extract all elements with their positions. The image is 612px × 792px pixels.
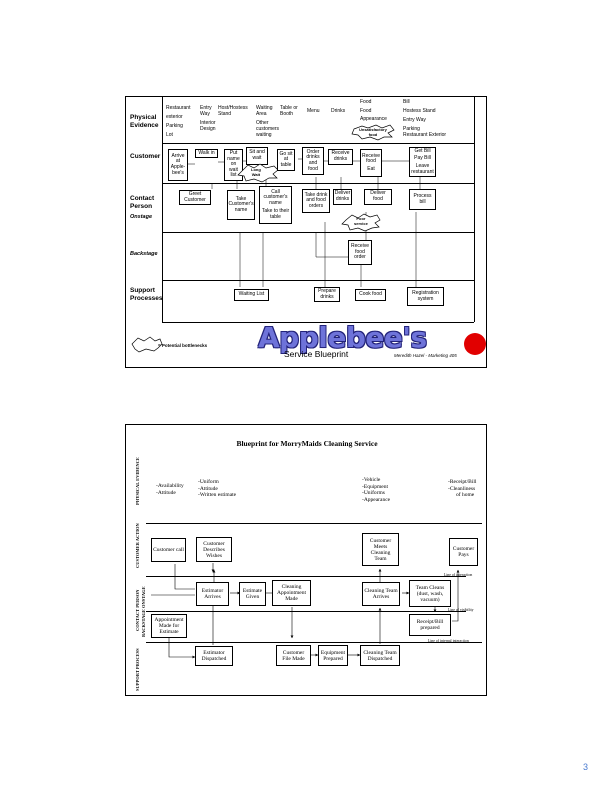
equipment-prepared: Equipment Prepared xyxy=(318,645,348,666)
step-arrive: Arrive at Apple-bee's xyxy=(168,149,188,181)
estimator-arrives: Estimator Arrives xyxy=(196,582,229,606)
applebees-logo: Applebee's xyxy=(258,321,427,354)
line-interaction xyxy=(146,576,466,577)
morrymaids-blueprint-slide: Blueprint for MorryMaids Cleaning Servic… xyxy=(125,424,487,696)
blueprint2-title: Blueprint for MorryMaids Cleaning Servic… xyxy=(236,439,378,448)
step-cook-food: Cook food xyxy=(355,289,386,301)
label-line-internal: Line of internal interaction xyxy=(428,639,469,643)
lane-contact-person: Contact Person xyxy=(130,195,155,210)
applebees-blueprint-slide: Physical Evidence Customer Contact Perso… xyxy=(125,96,487,368)
bottleneck-poor-service-icon xyxy=(341,213,381,232)
evidence-menu: Menu xyxy=(307,108,320,114)
customer-call: Customer call xyxy=(151,538,186,562)
credit: Meredith Hazel - Marketing 405 xyxy=(394,353,457,358)
appointment-made-for-estimate: Appointment Made for Estimate xyxy=(151,614,187,638)
customer-file-made: Customer File Made xyxy=(276,645,311,666)
step-take-orders: Take drink and food orders xyxy=(302,189,330,213)
step-greet: Greet Customer xyxy=(179,190,211,205)
step-deliver-drinks: Deliver drinks xyxy=(333,189,352,205)
bottleneck-unsatisfactory-icon xyxy=(351,124,395,141)
customer-pays: Customer Pays xyxy=(449,538,478,566)
customer-describes-wishes: Customer Describes Wishes xyxy=(196,537,232,562)
lane-customer: Customer xyxy=(130,153,161,160)
evidence-bill: Bill Hostess Stand Entry Way Parking Res… xyxy=(403,99,447,138)
step-receive-order: Receive food order xyxy=(348,240,372,265)
cleaning-appointment-made: Cleaning Appointment Made xyxy=(272,580,311,606)
evidence-drinks: Drinks xyxy=(331,108,346,114)
divider-customer xyxy=(162,183,474,184)
legend-label: = Potential bottlenecks xyxy=(158,343,208,348)
line-visibility xyxy=(146,611,466,612)
estimate-given: Estimate Given xyxy=(239,582,266,606)
divider-onstage xyxy=(162,232,474,233)
lane-onstage: Onstage xyxy=(130,214,153,220)
step-prepare-drinks: Prepare drinks xyxy=(314,287,340,302)
line-physical xyxy=(146,523,482,524)
step-process-bill: Process bill xyxy=(409,189,436,210)
step-go-sit: Go sit at table xyxy=(277,149,295,171)
team-cleans: Team Cleans (dust, wash, vacuum) xyxy=(409,580,451,607)
divider-support xyxy=(162,322,474,323)
step-put-name: Put name on wait list xyxy=(224,149,243,181)
step-walk-in: Walk in xyxy=(195,149,218,158)
step-waiting-list: Waiting List xyxy=(234,289,269,301)
cleaning-team-dispatched: Cleaning Team Dispatched xyxy=(360,645,400,666)
legend-bottleneck-icon xyxy=(131,336,163,353)
step-order: Order drinks and food xyxy=(302,147,324,175)
page-number: 3 xyxy=(583,762,589,772)
lane-separator xyxy=(162,97,163,322)
evidence2-a: -Availability-Attitude xyxy=(156,483,184,496)
line-internal xyxy=(146,642,482,643)
evidence2-c: -Vehicle-Equipment-Uniforms-Appearance xyxy=(362,477,391,503)
red-dot-icon xyxy=(464,333,486,355)
label-line-visibility: Line of visibility xyxy=(448,608,474,612)
lane-backstage: Backstage xyxy=(130,251,158,257)
step-take-name: Take Customer's name xyxy=(227,190,255,220)
cleaning-team-arrives: Cleaning Team Arrives xyxy=(362,582,400,606)
step-receive-drinks: Receive drinks xyxy=(328,149,353,165)
lane-physical-evidence: Physical Evidence xyxy=(130,114,159,129)
step-sit-wait: Sit and wait xyxy=(246,147,268,165)
blueprint1-connectors xyxy=(186,158,421,287)
divider-backstage xyxy=(162,280,474,281)
right-border xyxy=(474,97,475,322)
evidence2-b: -Uniform-Attitude-Written estimate xyxy=(198,479,237,498)
lane-support-processes: Support Processes xyxy=(130,287,163,302)
receipt-bill-prepared: Receipt/Bill prepared xyxy=(409,614,451,636)
estimator-dispatched: Estimator Dispatched xyxy=(195,646,233,666)
subtitle: Service Blueprint xyxy=(284,349,349,359)
step-deliver-food: Deliver food xyxy=(364,189,392,205)
bottleneck-long-wait-icon xyxy=(237,163,279,183)
step-registration: Registration system xyxy=(407,287,444,306)
divider-physical xyxy=(162,143,474,144)
customer-meets-team: Customer Meets Cleaning Team xyxy=(362,533,399,566)
